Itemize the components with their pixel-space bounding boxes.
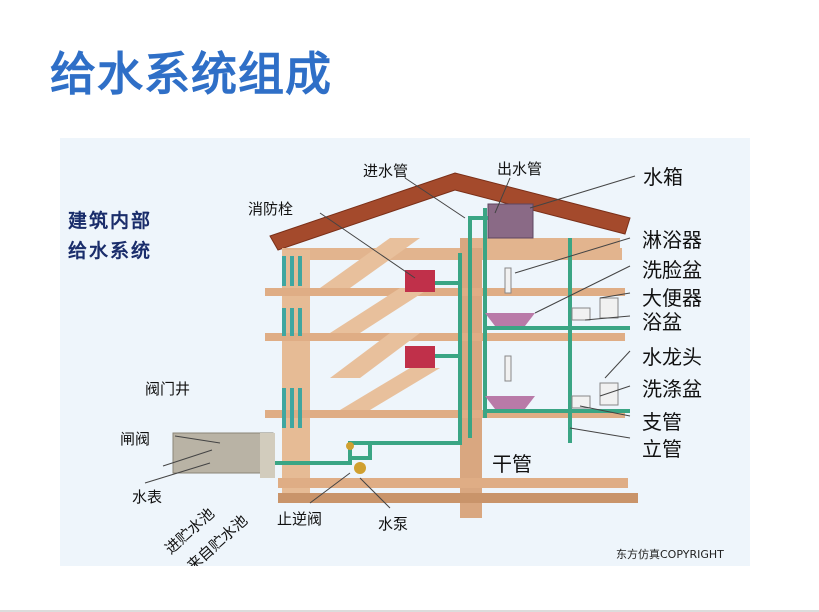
roof-slab-right <box>470 238 620 248</box>
roof <box>269 172 631 251</box>
fixtures <box>485 313 535 409</box>
fire-hydrant-lower <box>405 346 435 368</box>
label-water-pump: 水泵 <box>378 515 409 533</box>
bottom-border <box>0 610 819 612</box>
sanitary-ware <box>504 267 619 409</box>
leader-lines <box>144 175 636 509</box>
building-water-supply-diagram <box>144 172 638 518</box>
ground-floor <box>278 478 628 488</box>
label-shower: 淋浴器 <box>642 228 702 252</box>
label-bathtub: 浴盆 <box>642 310 682 334</box>
floor-3 <box>265 288 625 296</box>
stairs-upper <box>320 238 420 288</box>
label-sink: 洗涤盆 <box>642 377 702 401</box>
label-gate-valve: 闸阀 <box>120 430 151 448</box>
page-title: 给水系统组成 <box>50 47 332 101</box>
foundation <box>278 493 638 503</box>
label-faucet: 水龙头 <box>642 345 702 369</box>
fire-hydrant-upper <box>405 270 435 292</box>
stairs-lower-2 <box>340 368 440 410</box>
valve-well <box>172 432 274 474</box>
copyright-text: 东方仿真COPYRIGHT <box>616 548 724 561</box>
stairs-middle <box>330 288 430 333</box>
floor-2 <box>265 333 625 341</box>
label-washbasin: 洗脸盆 <box>642 258 702 282</box>
label-main-pipe: 干管 <box>492 452 532 476</box>
label-water-tank: 水箱 <box>643 165 683 189</box>
label-water-meter: 水表 <box>132 488 163 506</box>
label-fire-hydrant: 消防栓 <box>248 200 294 218</box>
side-title-line2: 给水系统 <box>68 240 153 262</box>
windows <box>282 256 302 428</box>
floor-1 <box>265 410 625 418</box>
label-toilet: 大便器 <box>642 286 702 310</box>
stairs-lower-1 <box>330 333 420 378</box>
label-valve-well: 阀门井 <box>145 380 191 398</box>
label-check-valve: 止逆阀 <box>277 510 323 528</box>
valve-well-wall <box>260 433 275 478</box>
water-pump-symbol <box>354 462 366 474</box>
label-riser-pipe: 立管 <box>642 437 682 461</box>
diagram-panel: 建筑内部 给水系统 进水管 出水管 水箱 消防栓 淋浴器 洗脸盆 大便器 浴盆 … <box>60 138 750 566</box>
water-tank <box>487 203 534 239</box>
label-branch-pipe: 支管 <box>642 410 682 434</box>
label-outlet-pipe: 出水管 <box>497 160 543 178</box>
check-valve-symbol <box>346 442 354 450</box>
label-inlet-pipe: 进水管 <box>363 162 409 180</box>
side-title-line1: 建筑内部 <box>68 210 153 232</box>
